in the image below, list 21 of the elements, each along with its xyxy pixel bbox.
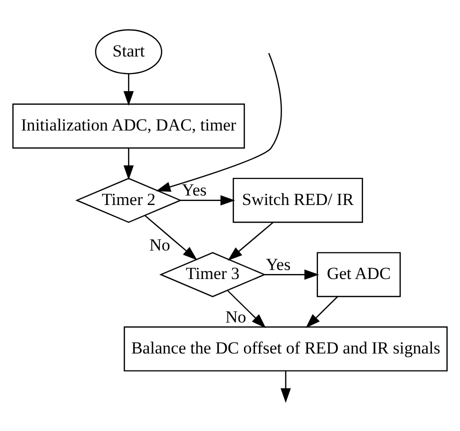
node-ellipse: Start xyxy=(95,28,162,74)
arrow xyxy=(227,289,266,328)
arrow xyxy=(306,296,338,328)
node-diamond: Timer 3 xyxy=(159,252,266,297)
node-box: Balance the DC offset of RED and IR signals xyxy=(124,326,448,371)
node-diamond: Timer 2 xyxy=(75,177,182,222)
edge-label: No xyxy=(149,235,170,254)
node-box: Initialization ADC, DAC, timer xyxy=(12,103,245,148)
arrow xyxy=(228,221,274,260)
edge-label: No xyxy=(225,306,246,326)
arrow xyxy=(124,73,134,106)
arrow xyxy=(180,194,236,205)
edge-label: Yes xyxy=(182,180,207,200)
node-box: Get ADC xyxy=(316,252,401,297)
arrow xyxy=(144,214,198,260)
arrow xyxy=(156,52,282,192)
arrow xyxy=(264,269,320,280)
arrow xyxy=(124,148,134,180)
arrow xyxy=(280,370,291,402)
node-box: Switch RED/ IR xyxy=(232,177,364,222)
edge-label: Yes xyxy=(266,254,291,274)
